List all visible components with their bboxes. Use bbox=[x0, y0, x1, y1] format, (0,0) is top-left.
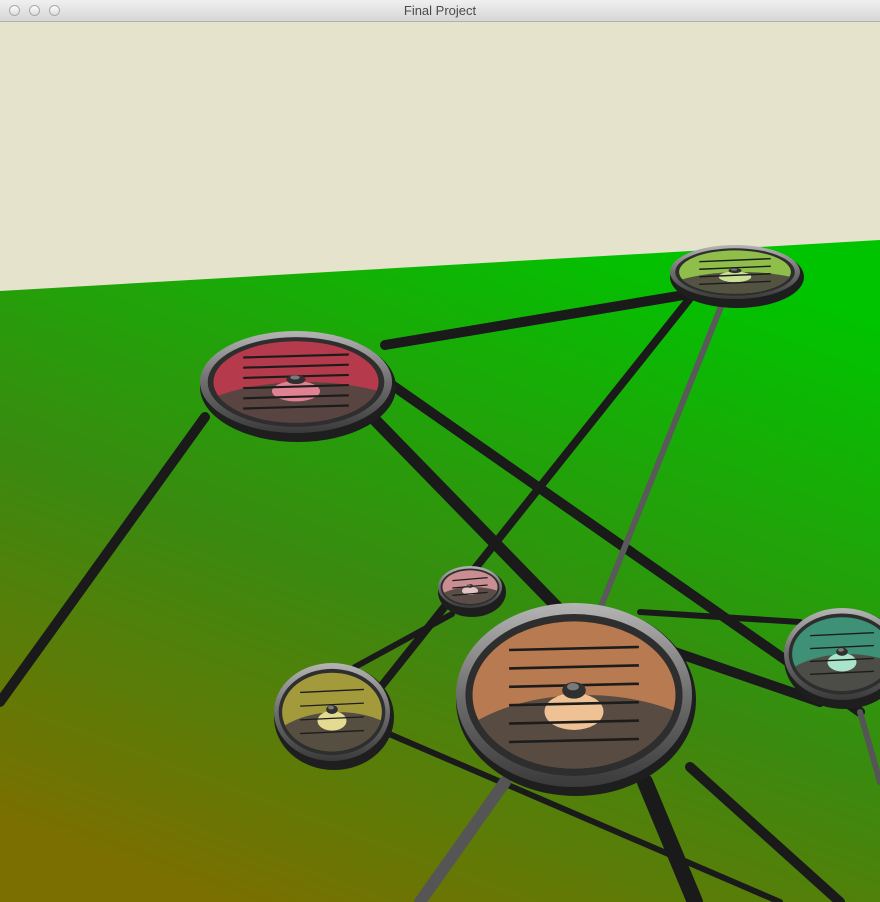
node-text-line bbox=[509, 719, 639, 725]
node-text-line bbox=[810, 657, 874, 663]
graph-edge bbox=[685, 762, 845, 902]
graph-edge bbox=[377, 727, 783, 902]
node-text-line bbox=[699, 265, 771, 270]
node-knob-shine bbox=[328, 705, 334, 710]
graph-edge bbox=[595, 291, 729, 617]
node-text-line bbox=[243, 353, 349, 359]
graph-edge bbox=[380, 289, 695, 350]
node-text-line bbox=[810, 644, 874, 650]
graph-edge bbox=[637, 609, 803, 625]
graph-edge bbox=[0, 412, 210, 707]
node-text-line bbox=[300, 702, 364, 707]
node-highlight bbox=[827, 653, 857, 672]
graph-edge bbox=[369, 414, 568, 618]
graph-edge bbox=[414, 776, 511, 902]
orange-node[interactable] bbox=[432, 603, 739, 870]
node-text-line bbox=[300, 688, 364, 694]
window-title: Final Project bbox=[403, 3, 477, 18]
node-text-line bbox=[810, 670, 874, 675]
node-text-line bbox=[300, 716, 364, 721]
node-face bbox=[792, 617, 880, 691]
graph-edge bbox=[352, 611, 455, 670]
graph-edges bbox=[0, 288, 880, 902]
lime-node[interactable] bbox=[657, 245, 826, 323]
node-highlight bbox=[317, 711, 347, 731]
node-highlight bbox=[462, 586, 478, 595]
node-knob-shine bbox=[467, 584, 471, 586]
node-knob-shine bbox=[730, 268, 738, 271]
node-text-line bbox=[509, 664, 639, 670]
node-text-line bbox=[509, 737, 639, 744]
node-knob-shine bbox=[290, 375, 300, 380]
graph-edge bbox=[857, 709, 880, 785]
node-knob-shine bbox=[567, 683, 579, 691]
node-text-line bbox=[243, 404, 349, 410]
pink-node[interactable] bbox=[432, 566, 515, 627]
node-text-line bbox=[699, 280, 771, 286]
node-text-line bbox=[452, 577, 488, 582]
minimize-button[interactable] bbox=[29, 5, 40, 16]
node-text-line bbox=[810, 632, 874, 637]
graph-edge bbox=[637, 774, 703, 902]
node-knob-shine bbox=[838, 648, 844, 652]
3d-viewport[interactable] bbox=[0, 22, 880, 902]
graph-edge bbox=[655, 642, 825, 707]
node-text-line bbox=[509, 700, 639, 707]
close-button[interactable] bbox=[9, 5, 20, 16]
zoom-button[interactable] bbox=[49, 5, 60, 16]
node-text-line bbox=[243, 384, 349, 390]
scene-canvas[interactable] bbox=[0, 22, 880, 902]
red-node[interactable] bbox=[181, 331, 431, 479]
graph-nodes bbox=[181, 245, 880, 870]
node-text-line bbox=[509, 645, 639, 652]
node-text-line bbox=[243, 394, 349, 400]
olive-node[interactable] bbox=[262, 663, 413, 805]
node-highlight bbox=[718, 271, 752, 283]
node-text-line bbox=[243, 363, 349, 369]
teal-node[interactable] bbox=[772, 608, 880, 741]
node-text-line bbox=[699, 257, 771, 263]
node-text-line bbox=[699, 273, 771, 278]
title-bar: Final Project bbox=[0, 0, 880, 22]
node-text-line bbox=[300, 729, 364, 735]
node-text-line bbox=[452, 591, 488, 596]
